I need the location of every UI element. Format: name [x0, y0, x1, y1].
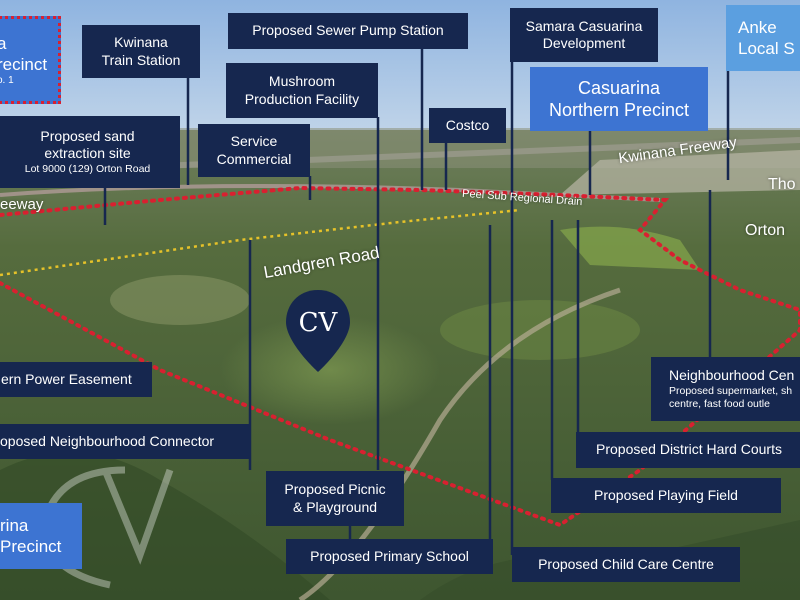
label-service-commercial: Service Commercial [198, 124, 310, 177]
road-label-thomas-road: Tho [768, 176, 796, 193]
cleared-land [560, 150, 800, 195]
label-mushroom-production-facility: Mushroom Production Facility [226, 63, 378, 118]
label-proposed-primary-school: Proposed Primary School [286, 539, 493, 574]
open-area-east [440, 300, 640, 360]
precinct-boundary [0, 185, 800, 528]
label-proposed-sewer-pump-station: Proposed Sewer Pump Station [228, 13, 468, 49]
label-costco: Costco [429, 108, 506, 143]
label-precinct-topleft: a recinct o. 1 [0, 16, 61, 104]
open-area [110, 275, 250, 325]
logo-text: CV [299, 308, 339, 338]
dense-trees [0, 452, 330, 600]
label-casuarina-precinct-bottomleft: rina Precinct [0, 503, 82, 569]
label-proposed-sand-extraction-site: Proposed sand extraction site Lot 9000 (… [0, 116, 180, 188]
road-label-freeway-left: eeway [0, 196, 44, 213]
green-field [560, 226, 700, 270]
yellow-dotted-route [0, 208, 521, 277]
label-proposed-child-care-centre: Proposed Child Care Centre [512, 547, 740, 582]
label-neighbourhood-centre: Neighbourhood Cen Proposed supermarket, … [651, 357, 800, 421]
label-proposed-playing-field: Proposed Playing Field [551, 478, 781, 513]
label-samara-casuarina-development: Samara Casuarina Development [510, 8, 658, 62]
label-proposed-district-hard-courts: Proposed District Hard Courts [576, 432, 800, 468]
label-casuarina-northern-precinct: Casuarina Northern Precinct [530, 67, 708, 131]
kwinana-freeway-road [59, 137, 800, 173]
label-anketell-local: Anke Local S [726, 5, 800, 71]
road-label-orton-road: Orton [745, 222, 786, 239]
label-western-power-easement: ern Power Easement [0, 362, 152, 397]
map-pin-icon: CV [286, 290, 350, 372]
label-proposed-neighbourhood-connector: oposed Neighbourhood Connector [0, 424, 251, 459]
clearing [220, 315, 440, 425]
label-kwinana-train-station: Kwinana Train Station [82, 25, 200, 78]
label-proposed-picnic-playground: Proposed Picnic & Playground [266, 471, 404, 526]
